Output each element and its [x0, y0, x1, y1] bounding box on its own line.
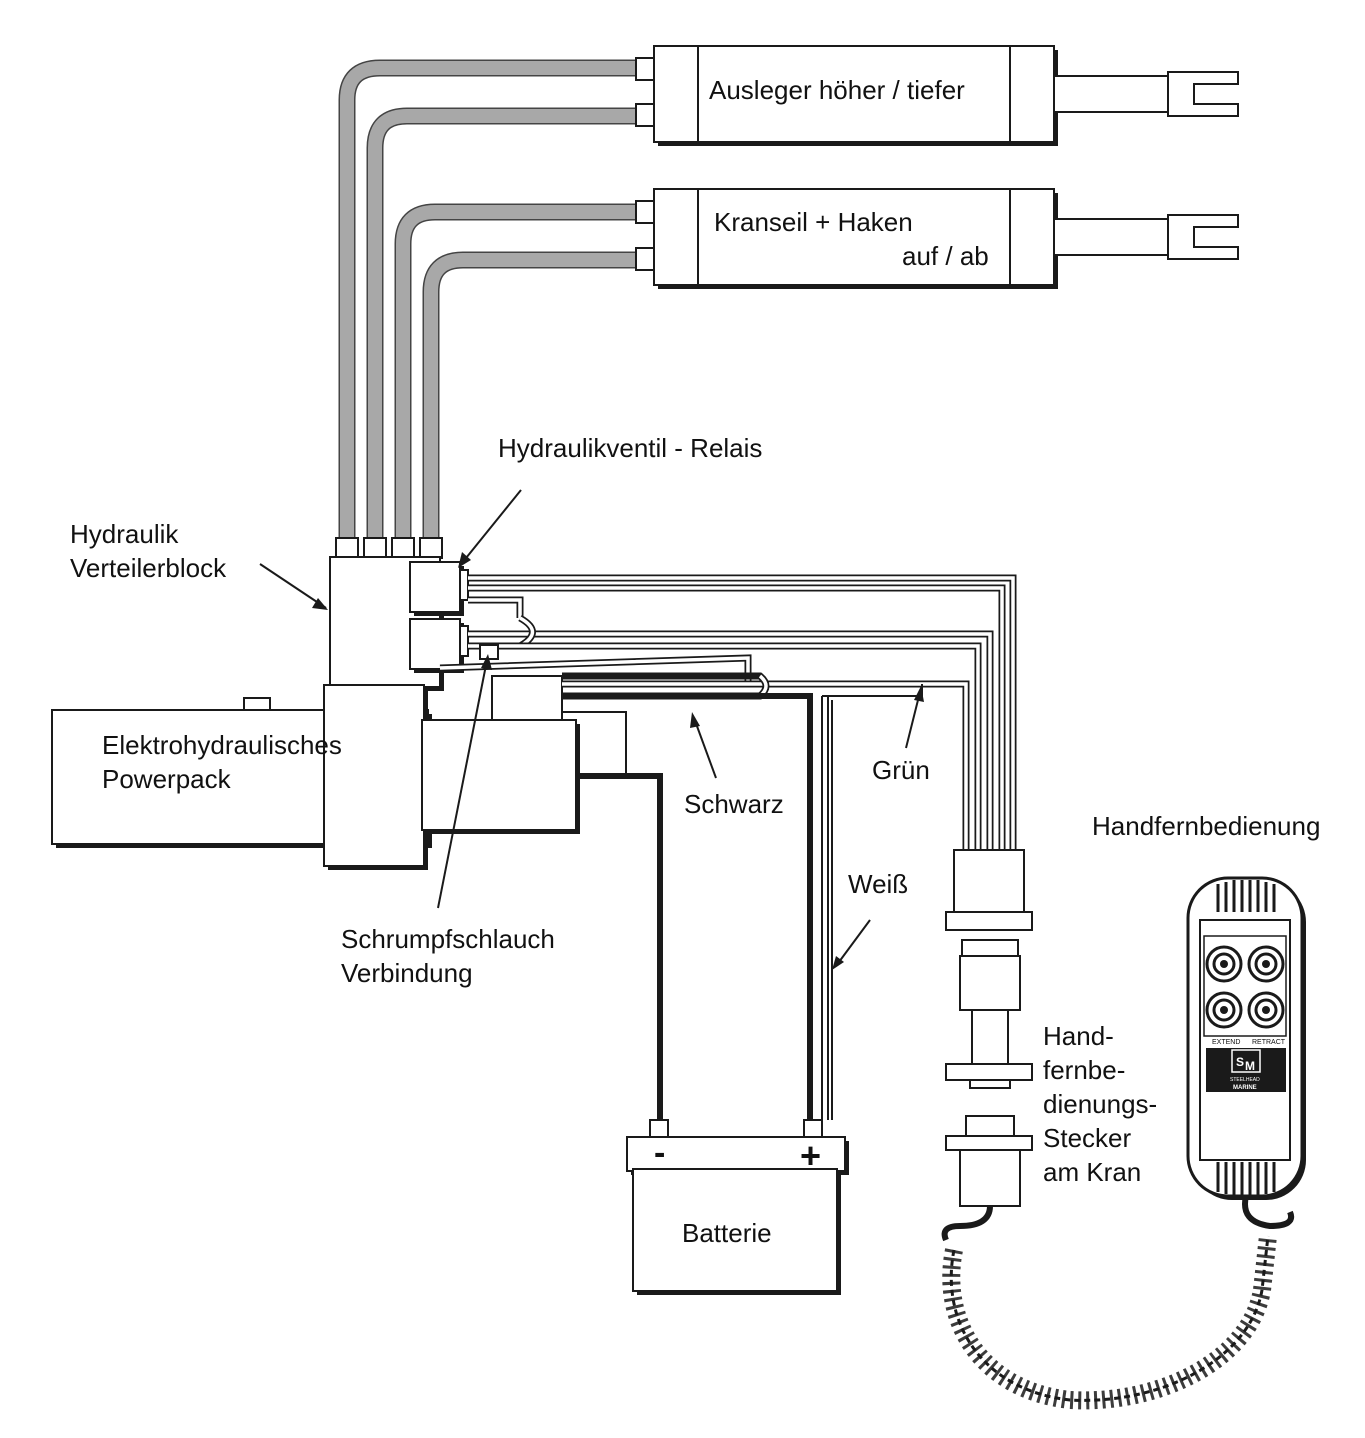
- remote-brand-line1: STEELHEAD: [1230, 1077, 1260, 1083]
- remote-plug-label-3: dienungs-: [1043, 1089, 1157, 1119]
- white-wire-label: Weiß: [848, 869, 908, 899]
- svg-text:M: M: [1245, 1059, 1255, 1073]
- heatshrink-pointer-arrow: [437, 659, 488, 909]
- remote-brand-line2: MARINE: [1233, 1085, 1257, 1091]
- hydraulic-hoses: [338, 59, 650, 545]
- valve-relay-pointer-arrow: [461, 489, 522, 564]
- battery-minus-terminal: -: [654, 1134, 665, 1172]
- battery-label: Batterie: [682, 1218, 772, 1248]
- remote-plug-label-2: fernbe-: [1043, 1055, 1125, 1085]
- boom-cylinder-label: Ausleger höher / tiefer: [709, 75, 965, 105]
- valve-relay-label: Hydraulikventil - Relais: [498, 433, 762, 463]
- control-wire-harness: [439, 574, 1017, 850]
- remote-plug-label-1: Hand-: [1043, 1021, 1114, 1051]
- remote-retract-label: RETRACT: [1252, 1039, 1286, 1046]
- power-cables: [562, 672, 923, 1120]
- heatshrink-joint: [479, 644, 499, 660]
- black-wire-label: Schwarz: [684, 789, 784, 819]
- powerpack-label-2: Powerpack: [102, 764, 232, 794]
- coiled-remote-cable: [941, 1195, 1294, 1410]
- hoist-cylinder-label-2: auf / ab: [902, 241, 989, 271]
- battery-plus-terminal: +: [800, 1135, 821, 1176]
- remote-buttons: [1205, 945, 1285, 1029]
- black-wire-pointer-arrow: [693, 717, 717, 779]
- manifold-pointer-arrow: [259, 563, 327, 609]
- manifold-label-2: Verteilerblock: [70, 553, 227, 583]
- remote-brand-logo: S M STEELHEAD MARINE: [1206, 1048, 1286, 1092]
- remote-label: Handfernbedienung: [1092, 811, 1320, 841]
- manifold-label-1: Hydraulik: [70, 519, 179, 549]
- handheld-remote: [1186, 876, 1306, 1200]
- powerpack-label-1: Elektrohydraulisches: [102, 730, 342, 760]
- battery: [626, 1119, 849, 1295]
- remote-extend-label: EXTEND: [1212, 1039, 1240, 1046]
- heatshrink-label-1: Schrumpfschlauch: [341, 924, 555, 954]
- white-wire-pointer-arrow: [835, 919, 871, 967]
- remote-plug-connector: [945, 849, 1033, 1207]
- boom-cylinder: [635, 45, 1239, 146]
- hoist-cylinder: [635, 188, 1239, 289]
- remote-plug-label-4: Stecker: [1043, 1123, 1131, 1153]
- hoist-cylinder-label-1: Kranseil + Haken: [714, 207, 913, 237]
- electrohydraulic-powerpack: [51, 675, 580, 870]
- remote-plug-label-5: am Kran: [1043, 1157, 1141, 1187]
- svg-text:S: S: [1236, 1055, 1244, 1069]
- green-wire-pointer-arrow: [905, 691, 921, 749]
- heatshrink-label-2: Verbindung: [341, 958, 473, 988]
- green-wire-label: Grün: [872, 755, 930, 785]
